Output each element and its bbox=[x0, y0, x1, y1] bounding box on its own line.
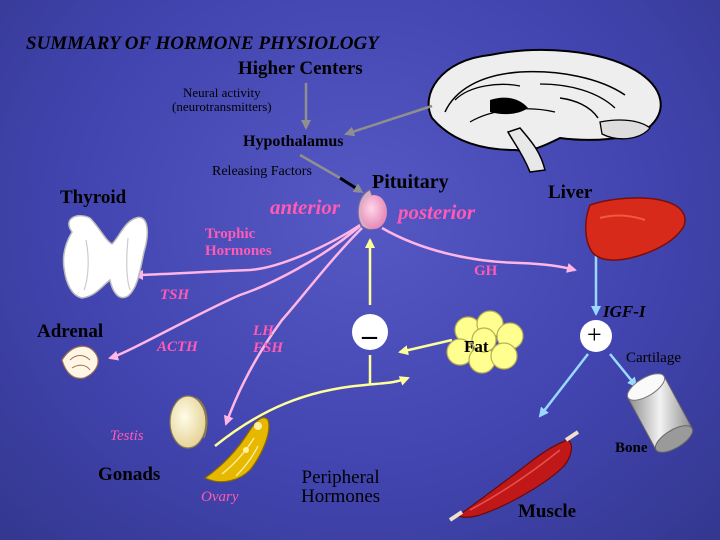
trophic-text: Trophic bbox=[205, 226, 256, 242]
releasing-arrow bbox=[339, 176, 364, 194]
slide-title: SUMMARY OF HORMONE PHYSIOLOGY bbox=[26, 33, 379, 54]
trophic-hormones-label: Trophic Hormones bbox=[205, 226, 272, 259]
cartilage-label: Cartilage bbox=[626, 350, 681, 366]
liver-label: Liver bbox=[548, 182, 593, 203]
adrenal-label: Adrenal bbox=[37, 321, 104, 342]
lh-fsh-label: LH FSH bbox=[253, 323, 283, 356]
brain-illustration bbox=[427, 49, 662, 173]
gh-label: GH bbox=[474, 263, 498, 279]
positive-effect-symbol: + bbox=[578, 318, 614, 354]
ovary-label: Ovary bbox=[201, 489, 239, 505]
hormones-text: Hormones bbox=[205, 242, 272, 259]
neural-activity-text: Neural activity bbox=[183, 85, 261, 100]
hypothalamus-label: Hypothalamus bbox=[243, 133, 344, 150]
thyroid-illustration bbox=[62, 214, 149, 299]
minus-circle bbox=[352, 314, 388, 350]
gonads-label: Gonads bbox=[98, 464, 161, 485]
testis-illustration bbox=[169, 395, 208, 449]
yellow-feedback-arrows bbox=[214, 238, 453, 447]
negative-feedback-symbol: – bbox=[350, 312, 390, 352]
pink-hormone-arrows bbox=[108, 223, 577, 426]
pituitary-gland bbox=[357, 189, 387, 230]
neurotransmitters-text: (neurotransmitters) bbox=[172, 98, 272, 114]
testis-label: Testis bbox=[110, 428, 144, 444]
muscle-illustration bbox=[448, 430, 580, 522]
adrenal-illustration bbox=[61, 345, 99, 379]
igf-label: IGF-I bbox=[603, 302, 646, 321]
hypo-to-pit-line bbox=[299, 153, 341, 180]
bone-illustration bbox=[626, 373, 694, 453]
fsh-text: FSH bbox=[253, 339, 284, 356]
minus-sign: – bbox=[362, 319, 377, 352]
peripheral-hormones-label: Peripheral Hormones bbox=[301, 468, 380, 506]
bone-label: Bone bbox=[615, 440, 648, 456]
plus-circle bbox=[580, 320, 612, 352]
brain-arrow bbox=[344, 104, 433, 137]
ovary-illustration bbox=[203, 417, 270, 483]
pituitary-label: Pituitary bbox=[372, 171, 449, 193]
liver-illustration bbox=[585, 197, 686, 261]
muscle-label: Muscle bbox=[518, 501, 577, 522]
acth-label: ACTH bbox=[157, 339, 198, 355]
lh-text: LH bbox=[253, 323, 274, 339]
peripheral-text: Peripheral bbox=[301, 467, 380, 488]
neural-activity-label: Neural activity (neurotransmitters) bbox=[172, 86, 272, 113]
anterior-label: anterior bbox=[270, 195, 341, 219]
fat-label: Fat bbox=[464, 337, 489, 356]
releasing-factors-label: Releasing Factors bbox=[212, 164, 312, 179]
plus-sign: + bbox=[587, 320, 602, 349]
blue-arrows bbox=[538, 252, 638, 418]
higher-centers-label: Higher Centers bbox=[238, 58, 363, 79]
thyroid-label: Thyroid bbox=[60, 187, 127, 208]
peripheral-hormones-text: Hormones bbox=[301, 486, 381, 507]
tsh-label: TSH bbox=[160, 287, 190, 303]
posterior-label: posterior bbox=[398, 200, 476, 224]
fat-illustration bbox=[446, 310, 524, 374]
